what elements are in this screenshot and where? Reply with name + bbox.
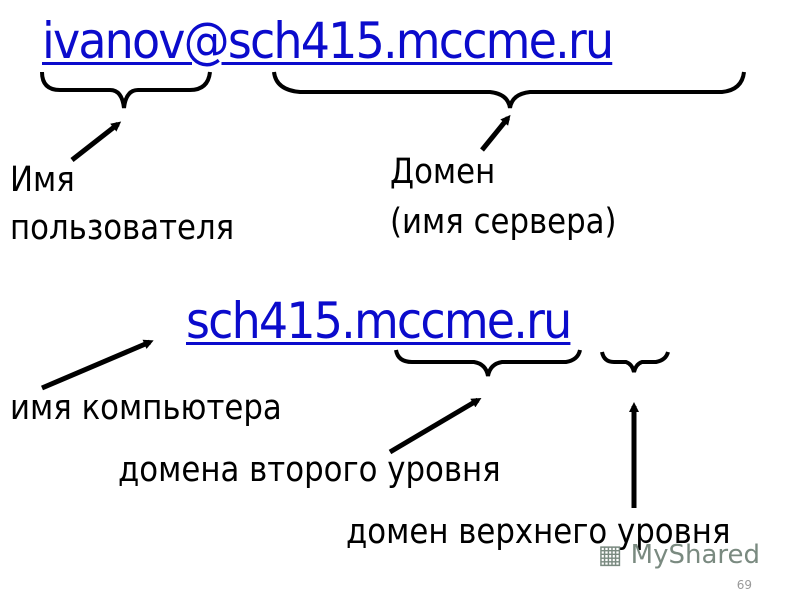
hostname-link[interactable]: sch415.mccme.ru xyxy=(186,292,572,350)
watermark-text: MyShared xyxy=(630,540,760,570)
email-address-link[interactable]: ivanov@sch415.mccme.ru xyxy=(42,12,614,70)
domain-brace xyxy=(272,71,746,109)
watermark: ▦ MyShared xyxy=(598,540,760,570)
domain-label-line1: Домен xyxy=(390,152,496,192)
computer-name-arrow xyxy=(41,339,154,391)
top-level-brace xyxy=(600,351,670,373)
domain-arrow xyxy=(480,114,511,152)
username-arrow xyxy=(70,121,122,162)
username-brace xyxy=(40,71,212,109)
domain-label-line2: (имя сервера) xyxy=(390,202,617,242)
second-level-arrow xyxy=(388,397,482,455)
username-label-line2: пользователя xyxy=(10,208,235,248)
top-level-domain-label: домен верхнего уровня xyxy=(346,512,731,552)
second-level-domain-label: домена второго уровня xyxy=(118,450,501,490)
username-label-line1: Имя xyxy=(10,160,75,200)
presentation-board-icon: ▦ xyxy=(597,540,623,570)
second-level-brace xyxy=(394,349,582,377)
computer-name-label: имя компьютера xyxy=(10,388,282,428)
page-number: 69 xyxy=(736,578,752,592)
